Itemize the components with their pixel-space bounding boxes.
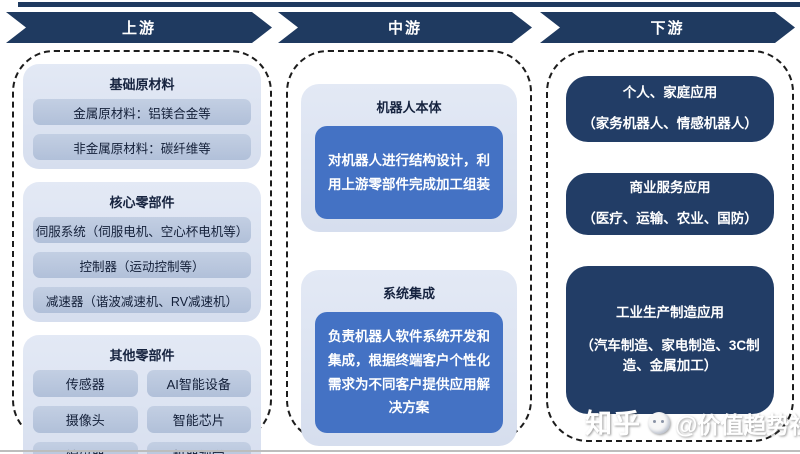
list-item: 摄像头 [33,406,138,433]
robot-body-description: 对机器人进行结构设计，利用上游零部件完成加工组装 [315,126,503,219]
application-detail: （家务机器人、情感机器人） [582,116,758,131]
list-item: 伺服系统（伺服电机、空心杯电机等） [33,217,251,243]
stage-banner-downstream-label: 下游 [650,20,685,37]
section-core-components-title: 核心零部件 [109,195,175,210]
application-title: 个人、家庭应用 [622,85,718,101]
application-commercial-service: 商业服务应用 （医疗、运输、农业、国防） [566,173,774,235]
list-item: 非金属原材料：碳纤维等 [33,134,251,160]
system-integration-description: 负责机器人软件系统开发和集成，根据终端客户个性化需求为不同客户提供应用解决方案 [315,312,503,433]
section-raw-materials: 基础原材料 金属原材料：铝镁合金等 非金属原材料：碳纤维等 [23,64,261,169]
watermark: 知乎 @价值趋势社 [585,402,800,441]
section-robot-body-title: 机器人本体 [376,100,442,115]
top-accent-line [18,2,800,7]
application-industrial-manufacturing: 工业生产制造应用 （汽车制造、家电制造、3C制造、金属加工） [566,266,774,414]
application-detail: （医疗、运输、农业、国防） [582,211,758,226]
midstream-column: 机器人本体 对机器人进行结构设计，利用上游零部件完成加工组装 系统集成 负责机器… [286,50,532,446]
list-item: 控制器（运动控制等） [33,252,251,278]
section-raw-materials-title: 基础原材料 [109,77,175,92]
downstream-column: 个人、家庭应用 （家务机器人、情感机器人） 商业服务应用 （医疗、运输、农业、国… [546,50,794,442]
application-title: 工业生产制造应用 [616,304,724,320]
list-item: 机器视觉 [146,442,251,454]
section-system-integration: 系统集成 负责机器人软件系统开发和集成，根据终端客户个性化需求为不同客户提供应用… [301,270,517,446]
application-personal-home: 个人、家庭应用 （家务机器人、情感机器人） [566,76,774,142]
section-robot-body: 机器人本体 对机器人进行结构设计，利用上游零部件完成加工组装 [301,84,517,232]
stage-banner-midstream: 中游 [278,12,532,43]
section-system-integration-title: 系统集成 [382,286,435,301]
section-other-components: 其他零部件 传感器 AI智能设备 摄像头 智能芯片 编码器 机器视觉 [23,335,261,454]
list-item: 减速器（谐波减速机、RV减速机） [33,287,251,313]
upstream-column: 基础原材料 金属原材料：铝镁合金等 非金属原材料：碳纤维等 核心零部件 伺服系统… [12,50,272,454]
stage-banner-midstream-label: 中游 [387,20,422,37]
list-item: 编码器 [33,442,138,454]
watermark-avatar-icon [648,411,670,434]
list-item: 智能芯片 [146,406,251,433]
list-item: 传感器 [33,370,138,397]
stage-banner-upstream-label: 上游 [121,20,156,37]
other-components-grid: 传感器 AI智能设备 摄像头 智能芯片 编码器 机器视觉 [33,370,251,454]
watermark-handle: @价值趋势社 [675,411,800,438]
bottom-border-line [0,450,800,452]
watermark-brand: 知乎 [585,409,641,439]
application-detail: （汽车制造、家电制造、3C制造、金属加工） [580,337,760,374]
section-core-components: 核心零部件 伺服系统（伺服电机、空心杯电机等） 控制器（运动控制等） 减速器（谐… [23,182,261,322]
stage-banner-downstream: 下游 [540,12,795,43]
section-other-components-title: 其他零部件 [109,348,175,363]
list-item: 金属原材料：铝镁合金等 [33,99,251,125]
list-item: AI智能设备 [146,370,251,397]
stage-banner-upstream: 上游 [6,12,272,43]
application-title: 商业服务应用 [629,180,711,196]
